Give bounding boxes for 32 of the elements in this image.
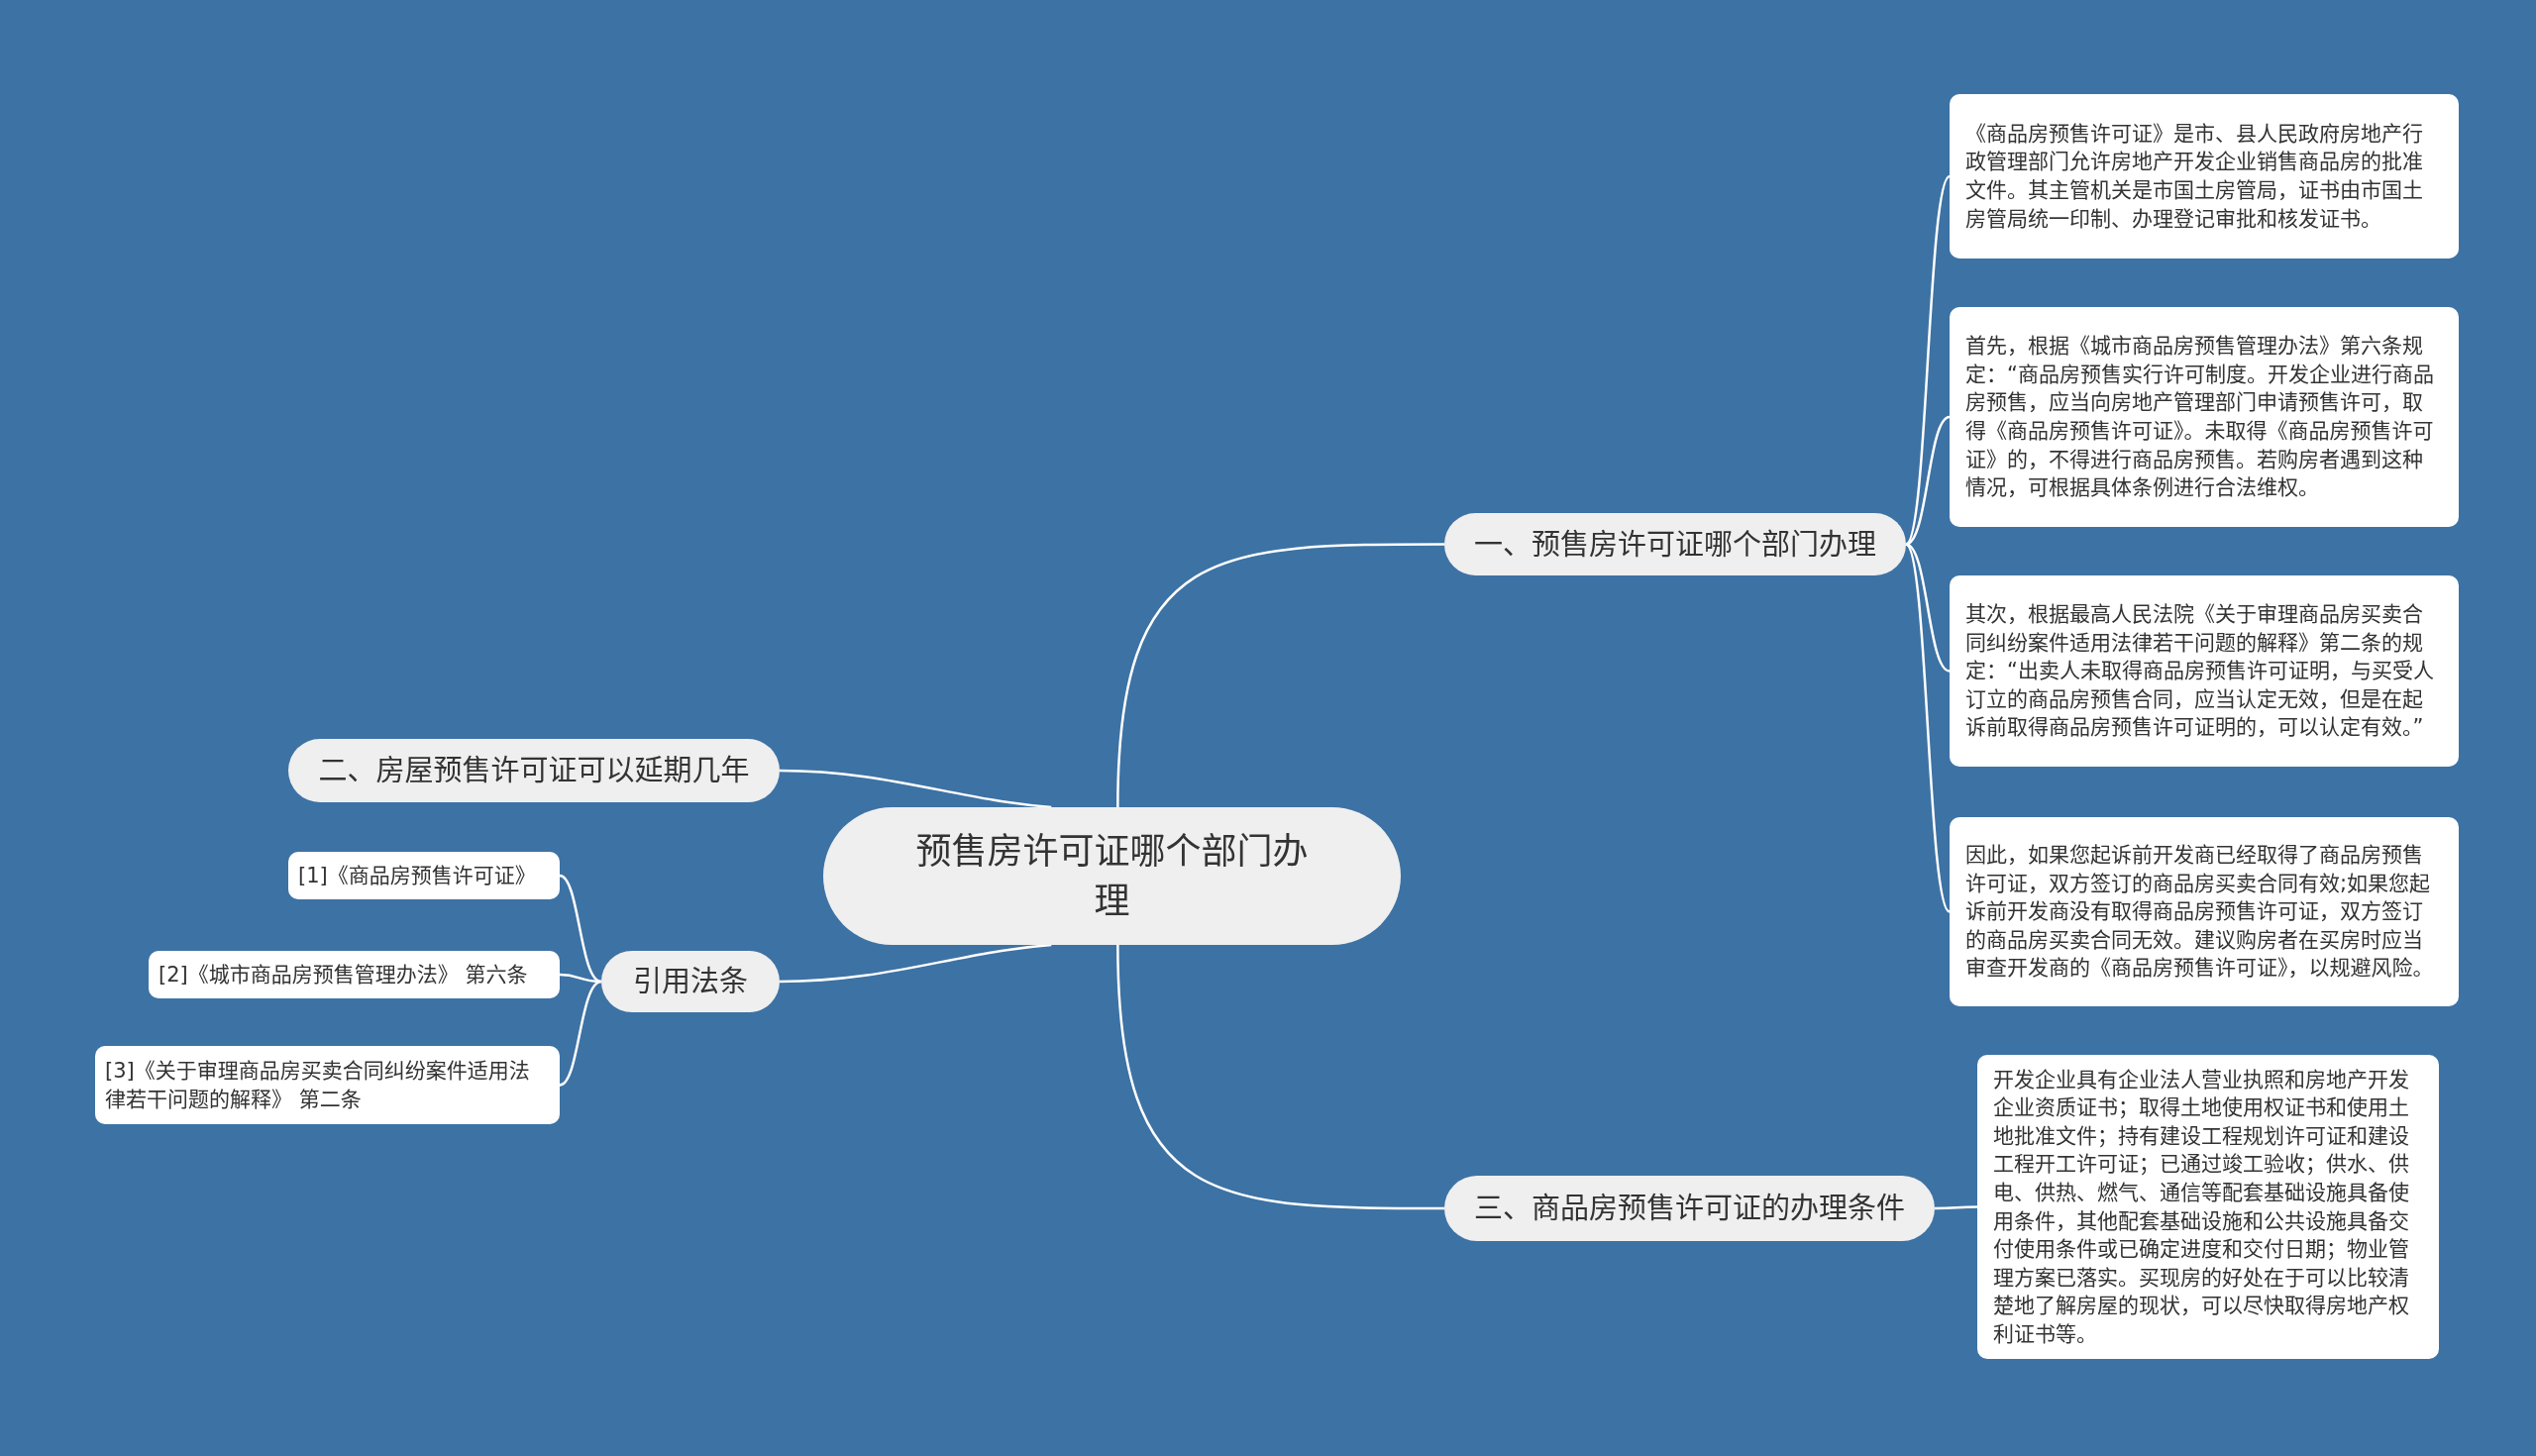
node-text: [3]《关于审理商品房买卖合同纠纷案件适用法律若干问题的解释》 第二条 [105, 1057, 531, 1113]
node-text: 因此，如果您起诉前开发商已经取得了商品房预售许可证，双方签订的商品房买卖合同有效;如果您起诉前开发商没有取得商品房预售许可证，双方签订的商品房买卖合同无效。建议购房者在买房时应当审查开发商的《商品房预售许可证》，以规避风险。 [1965, 842, 2435, 983]
node-text: 引用法条 [633, 964, 748, 999]
note-card [1977, 1055, 2439, 1359]
node-text: 二、房屋预售许可证可以延期几年 [318, 753, 750, 788]
connector-line [1116, 944, 1444, 1210]
node-text: [1]《商品房预售许可证》 [298, 862, 536, 889]
reference-card [288, 852, 560, 899]
reference-card [95, 1046, 560, 1124]
connector-line [1116, 543, 1444, 808]
note-card [1950, 575, 2459, 767]
connector-line [1904, 175, 1952, 546]
reference-card [149, 951, 560, 998]
connector-line [559, 874, 602, 984]
note-card [1950, 817, 2459, 1006]
node-text: 开发企业具有企业法人营业执照和房地产开发企业资质证书；取得土地使用权证书和使用土地批准文件；持有建设工程规划许可证和建设工程开工许可证；已通过竣工验收；供水、供电、供热、燃气、通信等配套基础设施具备使用条件，其他配套基础设施和公共设施具备交付使用条件或已确定进度和交付日期；物业管理方案已落实。买现房的好处在于可以比较清楚地了解房屋的现状，可以尽快取得房地产权利证书等。 [1993, 1066, 2410, 1348]
node-text: 一、预售房许可证哪个部门办理 [1474, 526, 1876, 563]
note-card [1950, 307, 2459, 527]
node-text: 《商品房预售许可证》是市、县人民政府房地产行政管理部门允许房地产开发企业销售商品房的批准文件。其主管机关是市国土房管局，证书由市国土房管局统一印制、办理登记审批和核发证书。 [1965, 120, 2424, 233]
connector-line [1905, 415, 1951, 546]
node-text: 首先，根据《城市商品房预售管理办法》第六条规定：“商品房预售实行许可制度。开发企业进行商品房预售，应当向房地产管理部门申请预售许可，取得《商品房预售许可证》。未取得《商品房预售许可证》的，不得进行商品房预售。若购房者遇到这种情况，可根据具体条例进行合法维权。 [1965, 333, 2435, 502]
connector-line [1904, 543, 1952, 913]
node-text: [2]《城市商品房预售管理办法》 第六条 [158, 961, 528, 988]
connector-line [559, 980, 602, 1087]
node-text: 三、商品房预售许可证的办理条件 [1474, 1191, 1905, 1226]
node-text: 其次，根据最高人民法院《关于审理商品房买卖合同纠纷案件适用法律若干问题的解释》第二条的规定：“出卖人未取得商品房预售许可证明，与买受人订立的商品房预售合同，应当认定无效，但是在起诉前取得商品房预售许可证明的，可以认定有效。” [1965, 601, 2435, 742]
note-card [1950, 94, 2459, 259]
node-text: 预售房许可证哪个部门办理 [914, 829, 1310, 923]
connector-line [1905, 543, 1951, 673]
connector-line [779, 769, 1052, 809]
connector-line [1935, 1205, 1977, 1210]
connector-line [779, 943, 1052, 984]
